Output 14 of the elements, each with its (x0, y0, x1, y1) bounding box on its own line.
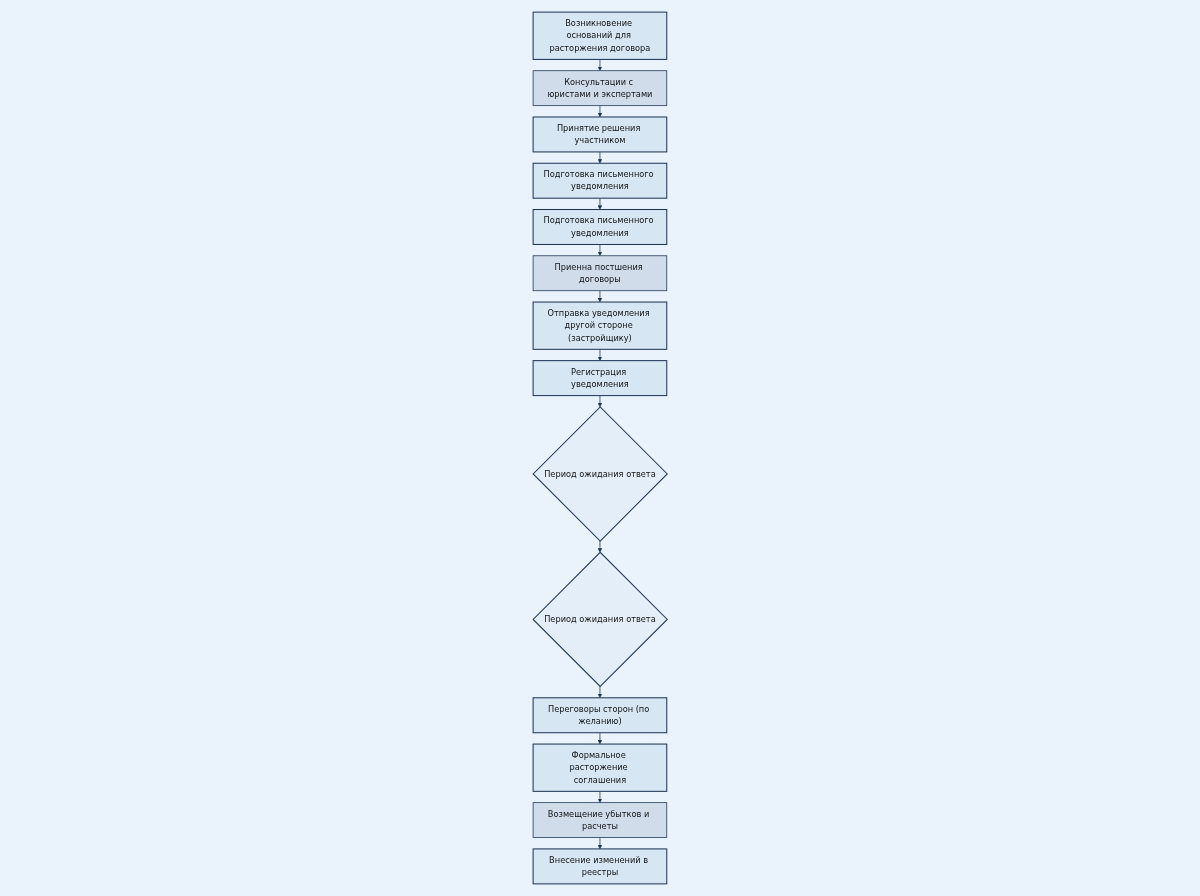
node-box: Подготовка письменного уведомления (532, 209, 668, 245)
node-box: Отправка уведомления другой стороне (застройщику) (532, 301, 668, 350)
node-box: Внесение изменений в реестры (532, 848, 668, 885)
node-diamond: Период ожидания ответа (532, 551, 668, 688)
node-box: Переговоры сторон (по желанию) (532, 697, 668, 734)
node-diamond: Период ожидания ответа (532, 406, 668, 542)
node-box: Регистрация уведомления (532, 360, 668, 397)
node-box: Консультации с юристами и экспертами (532, 70, 667, 107)
node-box: Возникновение оснований для расторжения договора (532, 11, 668, 60)
node-box: Формальное расторжение соглашения (532, 743, 668, 792)
node-box: Возмещение убытков и расчеты (532, 802, 667, 838)
node-box: Подготовка письменного уведомления (532, 162, 668, 199)
node-box: Принятие решения участником (532, 116, 668, 153)
node-box: Приенна постшения договоры (532, 255, 667, 292)
